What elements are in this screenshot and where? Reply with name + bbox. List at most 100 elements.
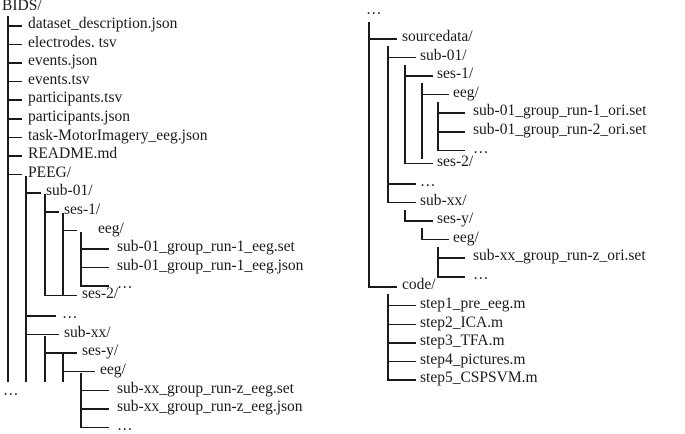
code-file-item: step1_pre_eeg.m	[420, 294, 526, 312]
eeg-file-item: sub-xx_group_run-z_eeg.set	[117, 379, 294, 397]
file-connector	[7, 136, 22, 139]
folder-connector	[404, 162, 433, 165]
source-file-item: …	[473, 139, 489, 157]
folder-connector	[368, 286, 397, 288]
ses-y-branch	[421, 228, 423, 239]
file-connector	[387, 323, 416, 325]
file-connector	[437, 149, 465, 152]
file-connector	[25, 315, 56, 317]
peeg-folder: PEEG/	[28, 163, 72, 181]
file-item: participants.tsv	[28, 89, 123, 107]
folder-connector	[44, 352, 77, 354]
file-connector	[387, 304, 416, 307]
peeg-branch	[25, 175, 27, 382]
file-connector	[80, 389, 109, 392]
sub-xx-branch	[44, 335, 46, 382]
sourcedata-branch	[387, 46, 389, 202]
ses-2-folder: ses-2/	[437, 152, 474, 170]
code-file-item: step5_CSPSVM.m	[420, 369, 538, 387]
file-connector	[387, 342, 416, 344]
file-item: dataset_description.json	[28, 15, 178, 32]
ellipsis-item: …	[366, 1, 382, 18]
file-item: events.tsv	[28, 70, 90, 88]
file-connector	[437, 112, 465, 114]
source-file-item: sub-01_group_run-2_ori.set	[473, 121, 647, 138]
file-connector	[80, 426, 109, 429]
file-item: task-MotorImagery_eeg.json	[28, 126, 208, 144]
eeg-file-item: sub-01_group_run-1_eeg.json	[117, 256, 304, 274]
file-connector	[7, 25, 22, 27]
file-connector	[387, 360, 416, 363]
file-connector	[437, 131, 465, 133]
folder-connector	[44, 211, 59, 213]
ses-y-folder: ses-y/	[437, 210, 474, 228]
ses-1-branch	[421, 83, 423, 159]
sub-01-branch	[44, 194, 46, 295]
sub-xx-branch	[404, 209, 406, 221]
folder-connector	[62, 370, 95, 373]
sourcedata-folder: sourcedata/	[402, 28, 473, 45]
eeg-file-item: sub-xx_group_run-z_eeg.json	[117, 398, 303, 416]
file-connector	[437, 257, 465, 259]
sub-01-folder: sub-01/	[46, 182, 93, 200]
sub-xx-folder: sub-xx/	[64, 323, 111, 341]
eeg-file-item: …	[117, 416, 133, 434]
file-connector	[80, 285, 109, 287]
sub-01-folder: sub-01/	[420, 46, 467, 64]
ses-1-folder: ses-1/	[437, 65, 474, 83]
sub-xx-folder: sub-xx/	[420, 191, 467, 209]
file-item: events.json	[28, 52, 98, 70]
eeg-folder: eeg/	[98, 219, 124, 237]
ses-y-folder: ses-y/	[82, 342, 119, 360]
file-connector	[7, 43, 22, 46]
code-file-item: step4_pictures.m	[420, 350, 526, 368]
eeg-branch	[437, 246, 439, 277]
bids-root-branch	[7, 16, 9, 382]
folder-connector	[62, 229, 77, 232]
folder-connector	[404, 220, 433, 222]
eeg-folder: eeg/	[100, 360, 126, 378]
folder-connector	[404, 75, 433, 77]
code-file-item: step3_TFA.m	[420, 332, 505, 350]
eeg-folder: eeg/	[453, 228, 479, 246]
folder-connector	[421, 238, 449, 241]
file-connector	[7, 118, 22, 120]
file-connector	[7, 80, 22, 83]
file-item: README.md	[28, 145, 118, 163]
folder-connector	[368, 38, 397, 40]
file-connector	[7, 99, 22, 101]
bids-root-continuation-branch	[368, 22, 370, 287]
eeg-folder: eeg/	[453, 83, 479, 101]
folder-connector	[421, 93, 449, 96]
eeg-branch	[80, 231, 82, 286]
folder-connector	[387, 201, 416, 204]
ses-1-folder: ses-1/	[64, 201, 101, 218]
ellipsis-item: …	[3, 382, 19, 399]
ellipsis-item: …	[62, 305, 78, 323]
folder-connector	[25, 333, 59, 336]
code-folder: code/	[402, 276, 436, 294]
ses-y-branch	[62, 354, 64, 382]
sub-01-branch	[404, 64, 406, 163]
file-connector	[387, 183, 416, 185]
code-file-item: step2_ICA.m	[420, 313, 504, 331]
folder-connector	[7, 173, 22, 176]
file-connector	[7, 155, 22, 157]
file-connector	[387, 379, 416, 381]
file-connector	[437, 276, 465, 278]
source-file-item: sub-01_group_run-1_ori.set	[473, 102, 647, 120]
file-connector	[80, 408, 109, 410]
eeg-branch	[437, 101, 439, 150]
source-file-item: sub-xx_group_run-z_ori.set	[473, 247, 646, 265]
source-file-item: …	[473, 266, 489, 284]
file-connector	[80, 266, 109, 269]
folder-connector	[25, 192, 41, 194]
ses-2-folder: ses-2/	[82, 284, 119, 302]
file-connector	[80, 248, 109, 250]
bids-root-folder: BIDS/	[2, 0, 42, 14]
folder-connector	[44, 294, 77, 297]
file-connector	[7, 62, 22, 64]
eeg-file-item: sub-01_group_run-1_eeg.set	[117, 238, 295, 256]
file-item: electrodes. tsv	[28, 33, 117, 51]
